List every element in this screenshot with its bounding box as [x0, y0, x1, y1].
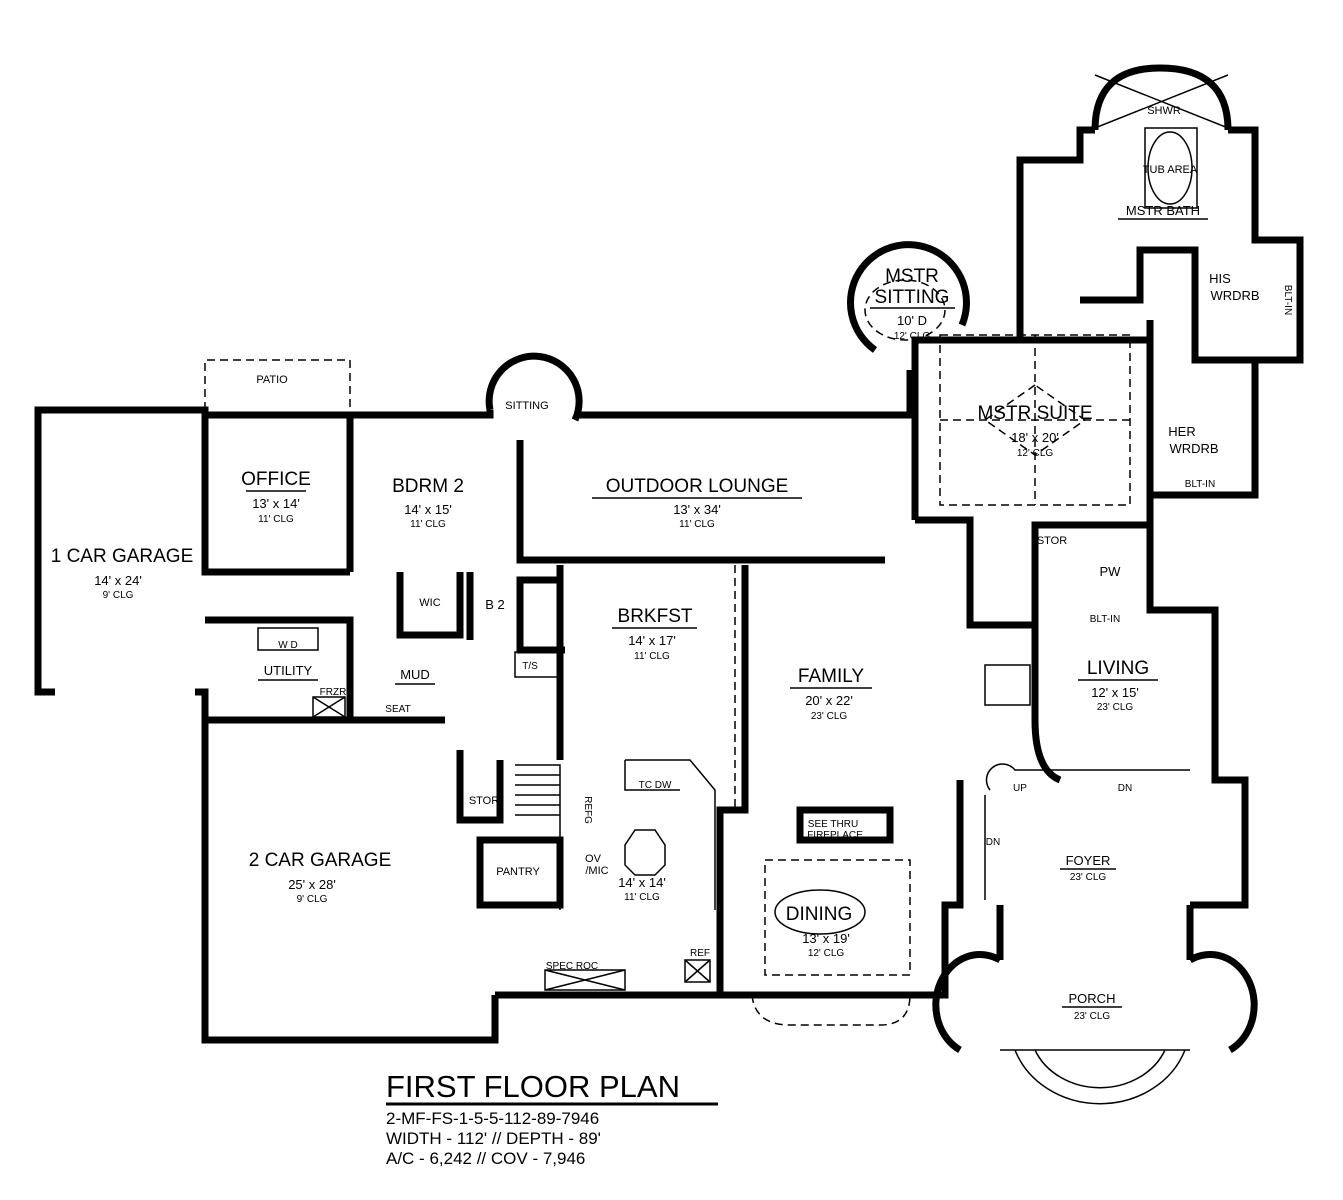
plan-area: A/C - 6,242 // COV - 7,946 [386, 1149, 585, 1168]
two-car-garage-label: 2 CAR GARAGE [249, 850, 392, 871]
pw-label: PW [1100, 564, 1122, 579]
dining-size: 13' x 19' [802, 931, 850, 946]
bdrm2-size: 14' x 15' [404, 502, 452, 517]
kitchen-ceiling: 11' CLG [624, 892, 660, 903]
b2-label: B 2 [485, 597, 505, 612]
foyer-label: FOYER [1066, 853, 1111, 868]
dining-label: DINING [786, 904, 853, 925]
refg-label: REFG [582, 796, 593, 824]
kitchen-size: 14' x 14' [618, 875, 666, 890]
her-builtin-label: BLT-IN [1185, 479, 1215, 490]
oven-label: OV [585, 853, 602, 865]
freezer-label: FRZR [320, 687, 347, 698]
dining-ceiling: 12' CLG [808, 948, 845, 959]
outdoor-lounge-size: 13' x 34' [673, 502, 721, 517]
wic-label: WIC [419, 597, 440, 609]
pantry-label: PANTRY [496, 866, 540, 878]
his-wrdrb-label-1: HIS [1209, 271, 1231, 286]
brkfst-ceiling: 11' CLG [634, 651, 670, 662]
one-car-garage-label: 1 CAR GARAGE [51, 546, 194, 567]
bdrm2-label: BDRM 2 [392, 476, 464, 497]
her-wrdrb-label-2: WRDRB [1169, 441, 1218, 456]
fireplace-label-1: SEE THRU [808, 819, 858, 830]
office-size: 13' x 14' [252, 496, 300, 511]
mstr-suite-size: 18' x 20' [1011, 430, 1059, 445]
tc-dw-label: TC DW [639, 780, 672, 791]
stair-down-label-1: DN [1118, 783, 1132, 794]
bdrm2-ceiling: 11' CLG [410, 519, 446, 530]
office-ceiling: 11' CLG [258, 514, 294, 525]
living-ceiling: 23' CLG [1097, 702, 1134, 713]
shower-label: SHWR [1147, 105, 1181, 117]
two-car-garage-size: 25' x 28' [288, 877, 336, 892]
seat-label: SEAT [385, 704, 410, 715]
mstr-sitting-label-1: MSTR [885, 266, 939, 287]
outdoor-lounge-ceiling: 11' CLG [679, 519, 715, 530]
tub-shower-label: T/S [522, 661, 538, 672]
stair-down-label-2: DN [986, 837, 1000, 848]
mstr-bath-label: MSTR BATH [1126, 203, 1200, 218]
plan-dimensions: WIDTH - 112' // DEPTH - 89' [386, 1129, 601, 1148]
washer-dryer-label: W D [278, 640, 297, 651]
two-car-garage-ceiling: 9' CLG [297, 894, 328, 905]
title-block: FIRST FLOOR PLAN 2-MF-FS-1-5-5-112-89-79… [386, 1069, 718, 1168]
family-label: FAMILY [798, 666, 864, 687]
porch-ceiling: 23' CLG [1074, 1011, 1111, 1022]
mstr-sitting-label-2: SITTING [875, 287, 950, 308]
pw-builtin-label: BLT-IN [1090, 614, 1120, 625]
fireplace-label-2: FIREPLACE [807, 830, 863, 841]
living-label: LIVING [1087, 658, 1149, 679]
family-size: 20' x 22' [805, 693, 853, 708]
stor-upper-label: STOR [1037, 535, 1067, 547]
room-labels: PATIO 1 CAR GARAGE 14' x 24' 9' CLG OFFI… [51, 105, 1293, 1022]
living-size: 12' x 15' [1091, 685, 1139, 700]
porch-label: PORCH [1069, 991, 1116, 1006]
ref-label: REF [690, 948, 710, 959]
one-car-garage-size: 14' x 24' [94, 573, 142, 588]
mud-label: MUD [400, 667, 430, 682]
foyer-ceiling: 23' CLG [1070, 872, 1107, 883]
office-label: OFFICE [241, 469, 311, 490]
mstr-sitting-size: 10' D [897, 313, 927, 328]
plan-title: FIRST FLOOR PLAN [386, 1069, 680, 1104]
utility-label: UTILITY [264, 663, 313, 678]
brkfst-size: 14' x 17' [628, 633, 676, 648]
stair-up-label: UP [1013, 783, 1027, 794]
his-builtin-label: BLT-IN [1282, 285, 1293, 315]
walls [34, 126, 1304, 1044]
ceiling-details [204, 74, 1229, 991]
mstr-suite-label: MSTR SUITE [977, 403, 1092, 424]
plan-code: 2-MF-FS-1-5-5-112-89-7946 [386, 1109, 599, 1128]
curved-walls [485, 64, 1258, 1105]
mstr-sitting-ceiling: 12' CLG [894, 331, 931, 342]
patio-label: PATIO [256, 374, 288, 386]
spec-roc-label: SPEC ROC [546, 961, 598, 972]
his-wrdrb-label-2: WRDRB [1210, 288, 1259, 303]
tub-area-label: TUB AREA [1143, 164, 1198, 176]
family-ceiling: 23' CLG [811, 711, 848, 722]
microwave-label: /MIC [585, 865, 608, 877]
stor-lower-label: STOR [469, 795, 499, 807]
her-wrdrb-label-1: HER [1168, 424, 1195, 439]
brkfst-label: BRKFST [618, 606, 693, 627]
mstr-suite-ceiling: 12' CLG [1017, 448, 1054, 459]
sitting-label: SITTING [505, 400, 548, 412]
outdoor-lounge-label: OUTDOOR LOUNGE [606, 476, 789, 497]
one-car-garage-ceiling: 9' CLG [103, 590, 134, 601]
